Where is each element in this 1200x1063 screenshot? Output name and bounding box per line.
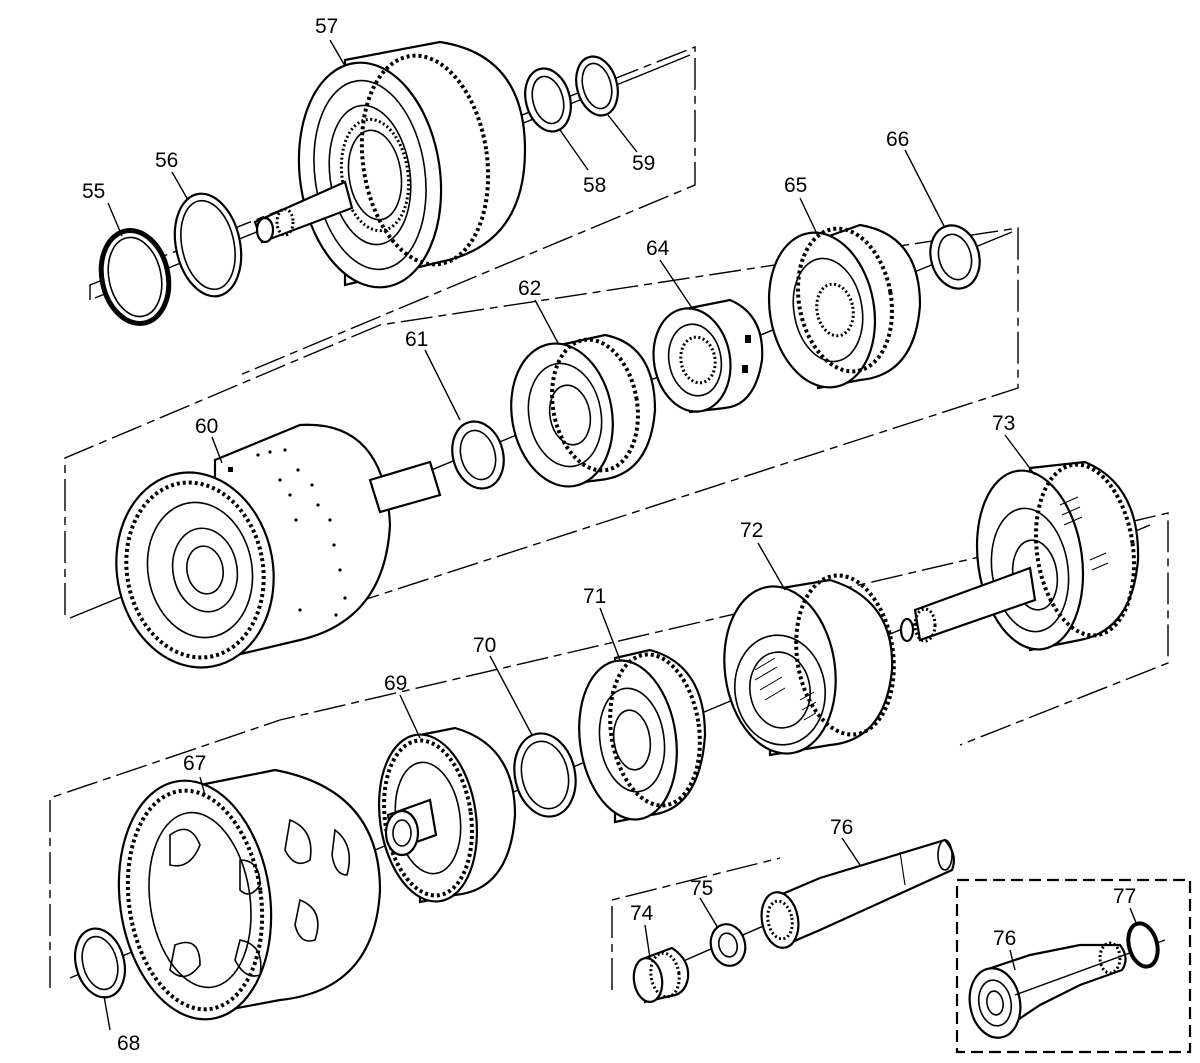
row-3-group — [49, 460, 1169, 1021]
callout-62: 62 — [518, 277, 541, 300]
part-68-washer — [74, 927, 126, 999]
callout-65: 65 — [784, 174, 807, 197]
part-75-washer — [709, 923, 747, 967]
row-1-frame — [89, 45, 696, 376]
callout-labels: 55 56 57 58 59 60 61 62 64 65 66 67 68 6… — [82, 15, 1136, 1055]
callout-75: 75 — [690, 877, 713, 900]
part-56-seal — [173, 192, 243, 298]
callout-60: 60 — [195, 415, 218, 438]
row-4-group — [611, 838, 955, 1004]
part-64-carrier — [652, 298, 764, 414]
callout-66: 66 — [886, 128, 909, 151]
callout-68: 68 — [117, 1032, 140, 1055]
part-69-gear-hub — [377, 726, 517, 904]
callout-64: 64 — [646, 237, 670, 260]
callout-77: 77 — [1113, 885, 1136, 908]
callout-69: 69 — [384, 672, 407, 695]
callout-70: 70 — [473, 634, 496, 657]
row-2-group — [64, 223, 1019, 669]
callout-56: 56 — [155, 149, 178, 172]
part-67-output-drum — [117, 768, 382, 1021]
part-61-washer — [451, 420, 505, 490]
detail-box-group — [955, 878, 1192, 1054]
callout-73: 73 — [992, 412, 1015, 435]
row-1-group — [89, 40, 696, 376]
row-4-frame — [611, 857, 781, 990]
callout-61: 61 — [405, 328, 428, 351]
row-2-frame — [64, 227, 1019, 641]
callout-72: 72 — [740, 519, 763, 542]
callout-67: 67 — [183, 752, 206, 775]
row-3-frame — [49, 512, 1169, 988]
callout-71: 71 — [583, 585, 606, 608]
part-72-planet-carrier — [723, 573, 896, 757]
part-62-clutch-hub — [510, 333, 657, 488]
part-70-snap-ring — [513, 732, 577, 818]
leader-lines — [103, 39, 1138, 1031]
callout-59: 59 — [632, 152, 655, 175]
part-76-detail — [968, 939, 1166, 1039]
part-66-washer — [929, 224, 981, 290]
part-73-output-carrier — [899, 460, 1140, 652]
part-60-clutch-drum — [115, 423, 442, 669]
callout-57: 57 — [315, 15, 338, 38]
part-55-snap-ring — [98, 228, 172, 326]
detail-box-frame — [955, 878, 1192, 1054]
part-65-drum — [767, 223, 922, 390]
callout-74: 74 — [630, 902, 654, 925]
callout-58: 58 — [583, 174, 606, 197]
part-77-seal-ring — [1126, 921, 1160, 969]
part-71-ring-gear — [578, 648, 707, 824]
part-57-drum — [253, 40, 527, 289]
part-76-sleeve — [760, 838, 955, 949]
part-58-washer — [524, 67, 572, 133]
callout-76: 76 — [830, 816, 853, 839]
part-74-pinion — [632, 946, 690, 1004]
part-59-washer — [575, 55, 619, 117]
callout-55: 55 — [82, 180, 105, 203]
callout-76-detail: 76 — [993, 927, 1016, 950]
